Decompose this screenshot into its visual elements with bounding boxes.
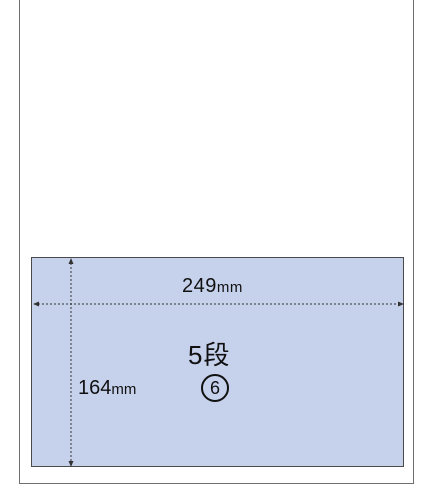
height-value: 164 [78, 377, 112, 399]
width-dimension-label: 249mm [182, 274, 243, 300]
height-dimension-label: 164mm [78, 376, 136, 402]
section-number-badge: 6 [201, 374, 229, 402]
width-value: 249 [182, 275, 217, 297]
width-unit: mm [216, 279, 243, 296]
height-unit: mm [111, 381, 137, 398]
section-title: 5段 [188, 340, 231, 370]
section-number: 6 [209, 378, 220, 398]
cut-region [31, 257, 404, 467]
